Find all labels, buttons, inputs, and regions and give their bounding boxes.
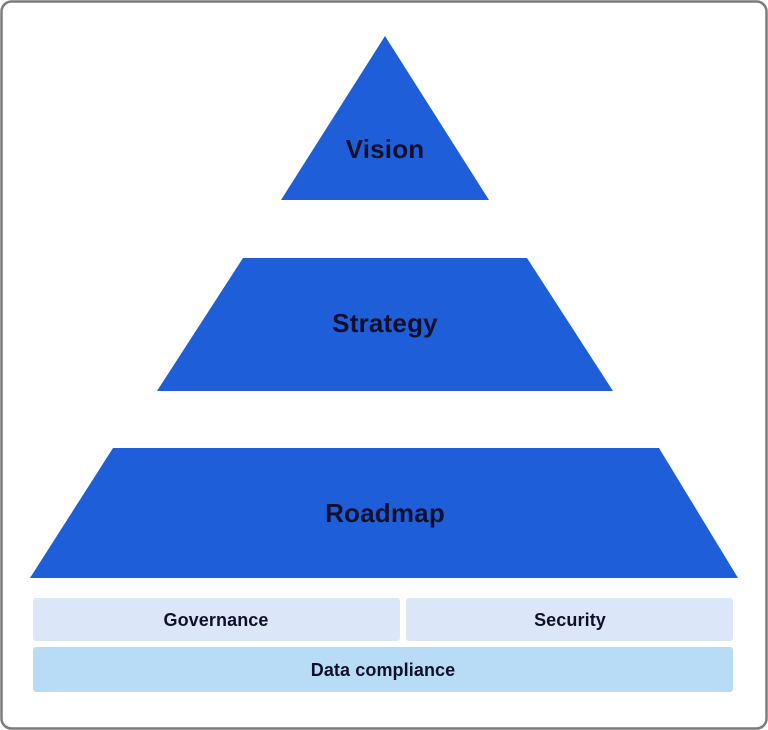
band-governance — [33, 598, 400, 641]
pyramid-level-vision-label: Vision — [346, 134, 425, 164]
band-data-compliance-label: Data compliance — [311, 660, 456, 680]
pyramid-level-strategy-shape — [157, 258, 613, 391]
band-security-label: Security — [534, 610, 606, 630]
band-governance-label: Governance — [163, 610, 268, 630]
pyramid-level-roadmap-shape — [30, 448, 738, 578]
pyramid-level-vision-shape — [281, 36, 489, 200]
pyramid-level-roadmap-label: Roadmap — [325, 498, 445, 528]
band-security — [406, 598, 733, 641]
pyramid-level-strategy-label: Strategy — [332, 308, 438, 338]
band-data-compliance — [33, 647, 733, 692]
